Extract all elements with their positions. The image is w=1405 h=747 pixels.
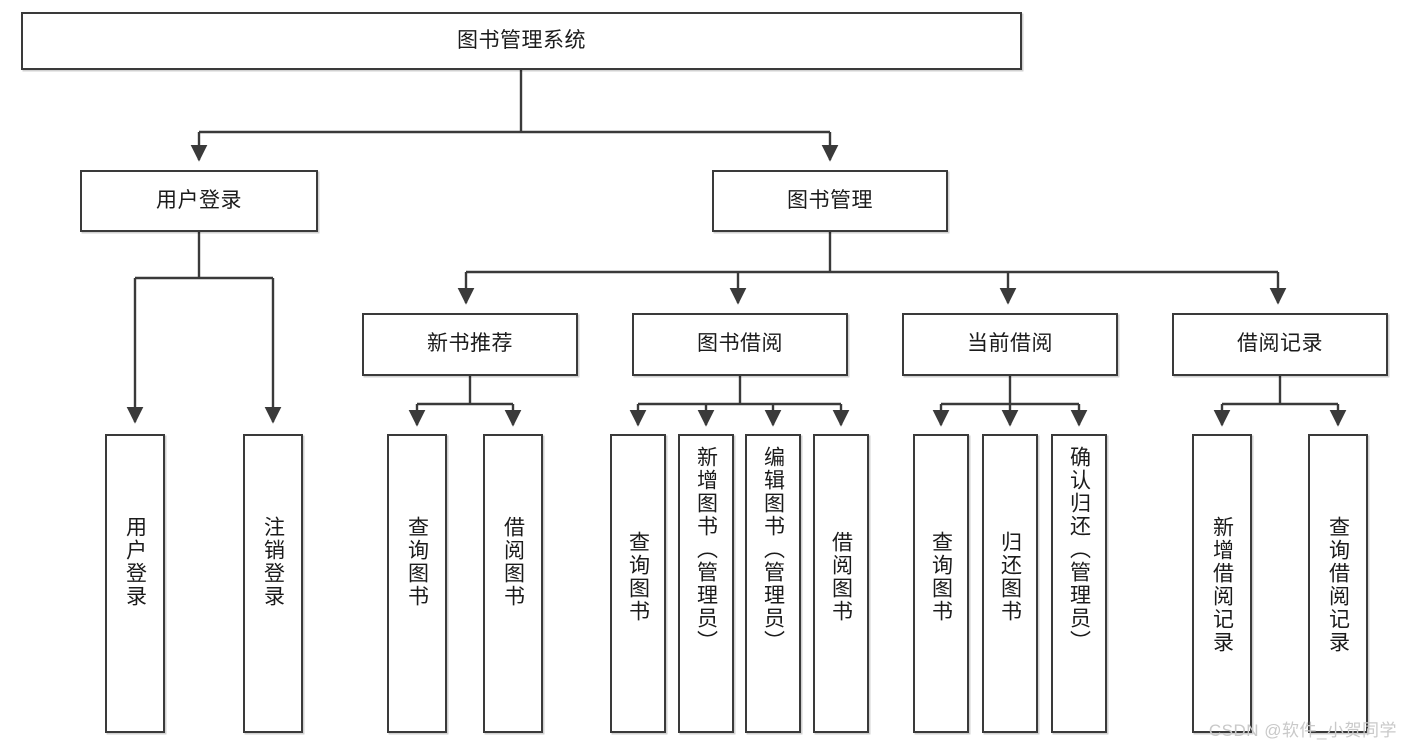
node-label: 借阅图书 — [501, 516, 525, 608]
node-label: 图书管理系统 — [457, 28, 586, 52]
node-label: 编辑图书（管理员） — [761, 446, 785, 653]
node-borrow-record[interactable]: 借阅记录 — [1172, 313, 1388, 376]
leaf-book-borrow-edit[interactable]: 编辑图书（管理员） — [745, 434, 801, 733]
leaf-book-borrow-query[interactable]: 查询图书 — [610, 434, 666, 733]
leaf-new-book-query[interactable]: 查询图书 — [387, 434, 447, 733]
node-label: 新增借阅记录 — [1210, 516, 1234, 654]
node-label: 图书管理 — [787, 188, 873, 212]
node-book-borrow[interactable]: 图书借阅 — [632, 313, 848, 376]
node-label: 查询图书 — [405, 516, 429, 608]
leaf-user-login-logout[interactable]: 注销登录 — [243, 434, 303, 733]
node-root-system[interactable]: 图书管理系统 — [21, 12, 1022, 70]
leaf-book-borrow-add[interactable]: 新增图书（管理员） — [678, 434, 734, 733]
node-label: 用户登录 — [123, 516, 147, 608]
node-label: 注销登录 — [261, 516, 285, 608]
watermark-text: CSDN @软件_小贺同学 — [1208, 721, 1397, 740]
node-label: 确认归还（管理员） — [1067, 446, 1091, 653]
node-label: 用户登录 — [156, 188, 242, 212]
node-current-borrow[interactable]: 当前借阅 — [902, 313, 1118, 376]
node-label: 查询图书 — [626, 531, 650, 623]
node-label: 图书借阅 — [697, 332, 783, 356]
node-book-management[interactable]: 图书管理 — [712, 170, 948, 232]
leaf-user-login-login[interactable]: 用户登录 — [105, 434, 165, 733]
node-user-login[interactable]: 用户登录 — [80, 170, 318, 232]
node-label: 新增图书（管理员） — [694, 446, 718, 653]
leaf-current-borrow-confirm-return[interactable]: 确认归还（管理员） — [1051, 434, 1107, 733]
node-label: 借阅记录 — [1237, 332, 1323, 356]
node-label: 借阅图书 — [829, 531, 853, 623]
leaf-borrow-record-add[interactable]: 新增借阅记录 — [1192, 434, 1252, 733]
node-label: 当前借阅 — [967, 332, 1053, 356]
node-label: 新书推荐 — [427, 332, 513, 356]
leaf-book-borrow-borrow[interactable]: 借阅图书 — [813, 434, 869, 733]
node-label: 查询图书 — [929, 531, 953, 623]
leaf-current-borrow-return[interactable]: 归还图书 — [982, 434, 1038, 733]
leaf-borrow-record-query[interactable]: 查询借阅记录 — [1308, 434, 1368, 733]
node-label: 归还图书 — [998, 531, 1022, 623]
node-new-book-recommend[interactable]: 新书推荐 — [362, 313, 578, 376]
leaf-new-book-borrow[interactable]: 借阅图书 — [483, 434, 543, 733]
node-label: 查询借阅记录 — [1326, 516, 1350, 654]
leaf-current-borrow-query[interactable]: 查询图书 — [913, 434, 969, 733]
